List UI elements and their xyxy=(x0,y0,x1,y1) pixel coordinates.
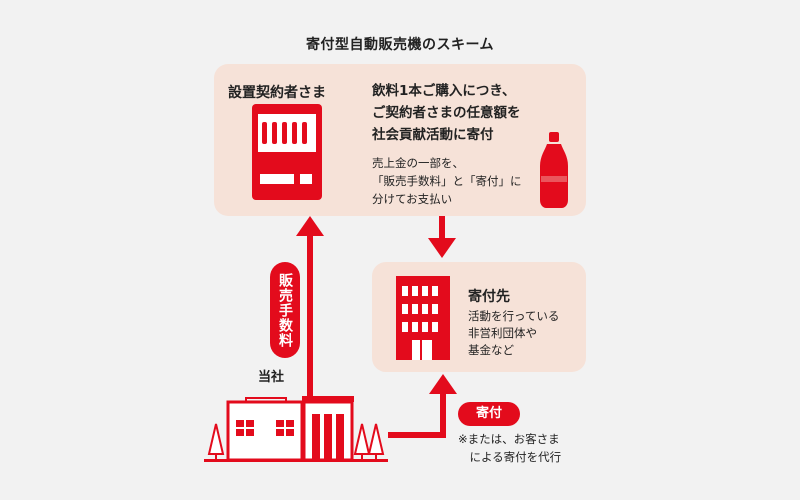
desc-line: 基金など xyxy=(468,343,514,357)
contractor-subtext: 売上金の一部を、 「販売手数料」と「寄付」に 分けてお支払い xyxy=(372,154,522,208)
sub-line: 売上金の一部を、 xyxy=(372,156,464,170)
vending-machine-icon xyxy=(252,104,322,200)
note-line: ※または、お客さま xyxy=(458,432,560,446)
contractor-message: 飲料1本ご購入につき、 ご契約者さまの任意額を 社会貢献活動に寄付 xyxy=(372,80,521,146)
commission-pill: 販売手数料 xyxy=(270,262,300,358)
donation-arrow xyxy=(388,374,457,438)
recipient-title: 寄付先 xyxy=(468,289,510,305)
company-buildings-icon xyxy=(204,396,388,462)
note-line: による寄付を代行 xyxy=(458,450,562,464)
tree-icon xyxy=(207,423,225,460)
desc-line: 活動を行っている xyxy=(468,309,560,323)
company-label: 当社 xyxy=(258,370,285,385)
recipient-description: 活動を行っている 非営利団体や 基金など xyxy=(468,308,559,359)
diagram-title: 寄付型自動販売機のスキーム xyxy=(305,37,495,53)
tree-icon xyxy=(367,423,385,460)
tree-icon xyxy=(353,423,371,460)
contractor-label: 設置契約者さま xyxy=(228,85,326,101)
bottle-icon xyxy=(540,132,568,208)
message-line: 飲料1本ご購入につき、 xyxy=(372,83,516,99)
donation-pill: 寄付 xyxy=(458,402,520,426)
donation-note: ※または、お客さま による寄付を代行 xyxy=(458,430,561,466)
contractor-to-recipient-arrow xyxy=(428,216,456,258)
commission-label: 販売手数料 xyxy=(277,272,293,348)
sub-line: 「販売手数料」と「寄付」に xyxy=(372,174,522,188)
message-line: ご契約者さまの任意額を xyxy=(372,105,521,121)
commission-arrow xyxy=(296,216,324,398)
message-line: 社会貢献活動に寄付 xyxy=(372,127,494,143)
sub-line: 分けてお支払い xyxy=(372,192,453,206)
building-icon xyxy=(396,276,450,360)
desc-line: 非営利団体や xyxy=(468,326,537,340)
